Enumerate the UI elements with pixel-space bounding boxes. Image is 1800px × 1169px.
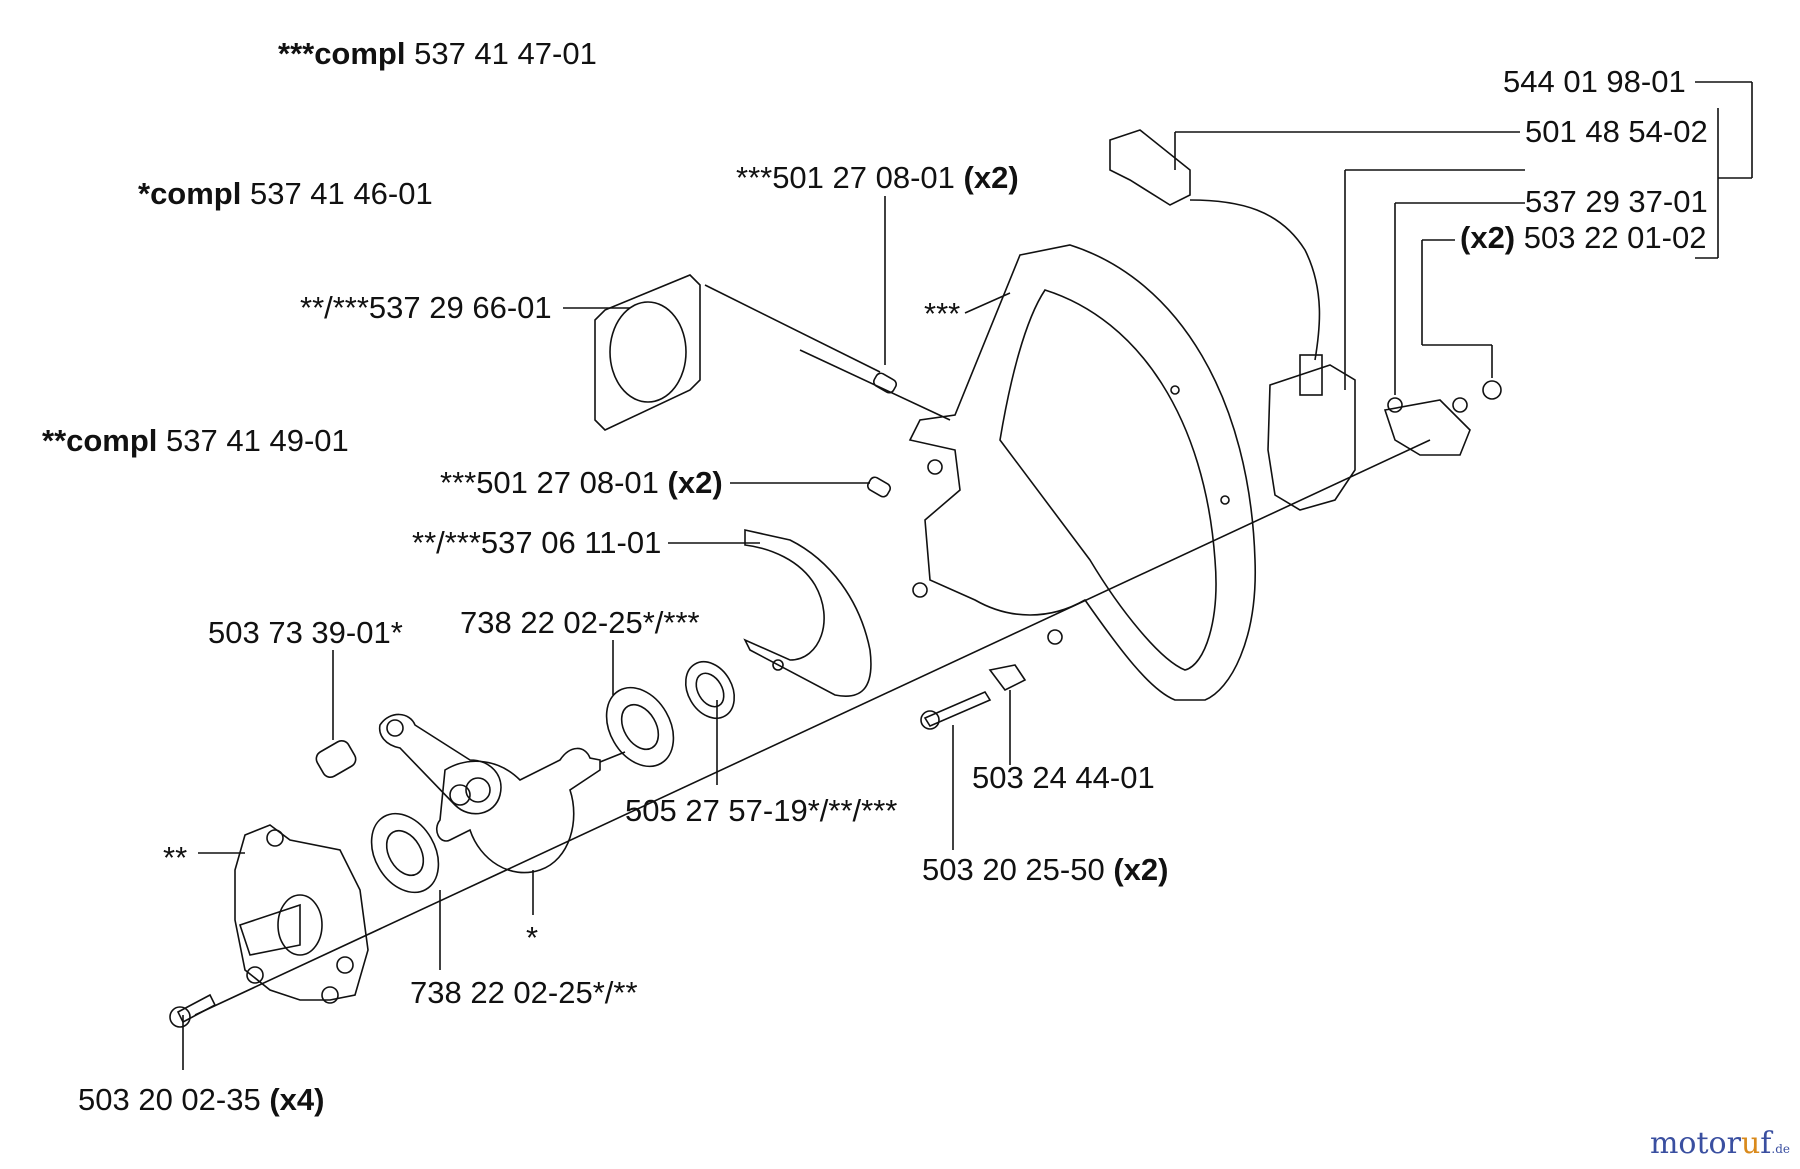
cylinder-gasket (594, 274, 701, 431)
spark-plug-cap (1109, 129, 1191, 206)
cover-screw (176, 993, 217, 1024)
part-label-503-20-02-35: 503 20 02-35 (x4) (78, 1082, 325, 1117)
part-label-503-73-39-01: 503 73 39-01* (208, 615, 403, 650)
clamp-503-24-44-01 (988, 664, 1027, 692)
crankcase-gasket (743, 529, 872, 697)
set-label-537-41-47-01: ***compl 537 41 47-01 (278, 36, 597, 71)
part-label-crankcase: *** (924, 296, 961, 331)
needle-bearing (315, 740, 357, 778)
part-label-738-22-02-25-bottom: 738 22 02-25*/** (410, 975, 638, 1010)
part-label-cover: ** (163, 840, 188, 875)
part-label-505-27-57-19: 505 27 57-19*/**/*** (625, 793, 898, 828)
ignition-lead (1189, 199, 1321, 361)
dowel-pin-top (873, 372, 897, 394)
part-label-501-27-08-01-mid: ***501 27 08-01 (x2) (440, 465, 723, 500)
screw-503-20-25-50 (923, 690, 992, 728)
bearing-top (605, 686, 675, 768)
part-label-537-06-11-01: **/***537 06 11-01 (412, 525, 662, 560)
crankshaft (435, 747, 601, 874)
part-label-503-20-25-50: 503 20 25-50 (x2) (922, 852, 1169, 887)
ignition-module (1267, 364, 1356, 511)
hex-nut (1482, 380, 1502, 400)
stop-switch-bracket (1383, 399, 1471, 456)
part-label-501-27-08-01-top: ***501 27 08-01 (x2) (736, 160, 1019, 195)
part-label-501-48-54-02: 501 48 54-02 (1525, 114, 1708, 149)
dowel-pin-mid (867, 476, 891, 498)
part-label-crankshaft: * (526, 920, 539, 955)
watermark-logo: motoruf.de (1649, 1126, 1790, 1161)
set-label-537-41-46-01: *compl 537 41 46-01 (138, 176, 433, 211)
part-label-537-29-37-01: 537 29 37-01 (1525, 184, 1708, 219)
crankcase-body (908, 244, 1256, 701)
bearing-bottom (370, 812, 440, 894)
oil-seal (684, 660, 736, 720)
crankcase-cover (234, 824, 369, 1001)
set-label-537-41-49-01: **compl 537 41 49-01 (42, 423, 349, 458)
part-label-503-24-44-01: 503 24 44-01 (972, 760, 1155, 795)
part-label-537-29-66-01: **/***537 29 66-01 (300, 290, 552, 325)
part-label-544-01-98-01: 544 01 98-01 (1503, 64, 1686, 99)
assembly-axis-line (194, 439, 1431, 1016)
connecting-rod (378, 713, 502, 815)
part-label-503-22-01-02: (x2) 503 22 01-02 (1460, 220, 1707, 255)
part-label-738-22-02-25-top: 738 22 02-25*/*** (460, 605, 700, 640)
